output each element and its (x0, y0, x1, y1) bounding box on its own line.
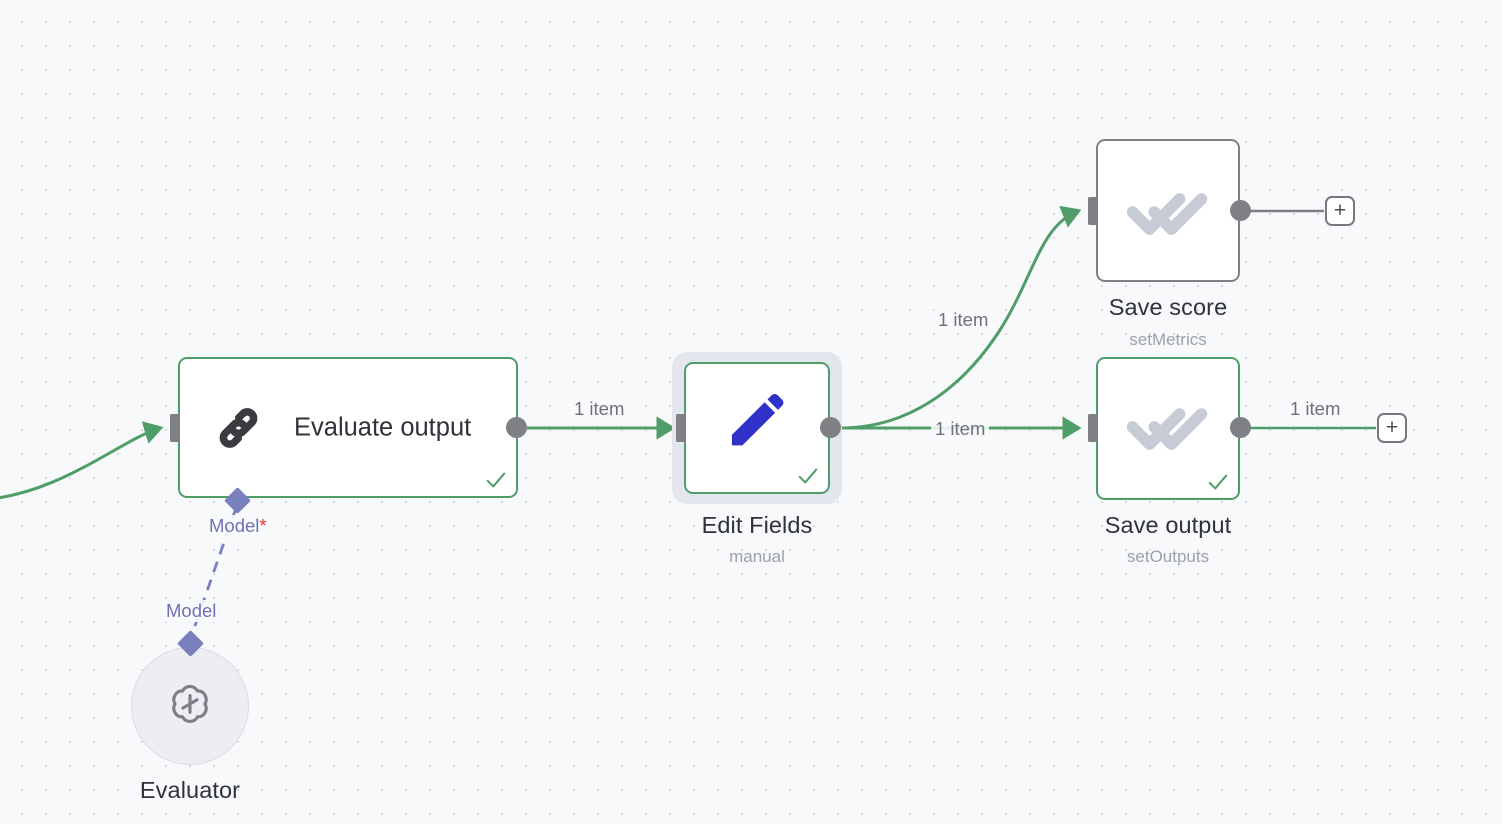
node-save-output-check-icon (1208, 474, 1228, 490)
node-edit-fields-check-icon (798, 468, 818, 484)
port-out-evaluate-output[interactable] (506, 417, 527, 438)
port-in-edit-fields[interactable] (676, 414, 686, 442)
node-save-score-subtitle: setMetrics (1129, 330, 1207, 349)
node-evaluate-output-label: Evaluate output (294, 413, 472, 441)
double-check-icon (1126, 384, 1210, 468)
required-asterisk: * (259, 515, 267, 536)
node-edit-fields-subtitle: manual (729, 547, 785, 566)
add-node-button-save-score[interactable]: + (1325, 196, 1355, 226)
port-in-evaluate-output[interactable] (170, 414, 180, 442)
node-save-output[interactable] (1096, 357, 1240, 500)
node-save-score[interactable] (1096, 139, 1240, 282)
connection-label-model: Model (163, 600, 220, 622)
port-out-edit-fields[interactable] (820, 417, 841, 438)
node-evaluator-title: Evaluator (139, 777, 241, 803)
node-edit-fields-title: Edit Fields (701, 512, 813, 538)
node-evaluator[interactable] (131, 647, 249, 765)
link-icon (208, 397, 270, 459)
add-node-button-save-output[interactable]: + (1377, 413, 1407, 443)
node-edit-fields[interactable] (684, 362, 830, 494)
model-required-text: Model (209, 515, 260, 536)
pencil-icon (721, 389, 793, 461)
connection-label-model-required: Model* (206, 515, 270, 537)
node-save-output-subtitle: setOutputs (1126, 547, 1210, 566)
edge-label-evaluate-to-edit: 1 item (570, 398, 629, 420)
port-in-save-score[interactable] (1088, 197, 1098, 225)
port-in-save-output[interactable] (1088, 414, 1098, 442)
edge-label-save-output-to-plus: 1 item (1286, 398, 1345, 420)
node-save-output-title: Save output (1104, 512, 1232, 538)
node-evaluate-output-check-icon (486, 472, 506, 488)
openai-icon (164, 680, 216, 732)
port-out-save-score[interactable] (1230, 200, 1251, 221)
port-out-save-output[interactable] (1230, 417, 1251, 438)
double-check-icon (1126, 169, 1210, 253)
edge-label-edit-to-save-score: 1 item (934, 309, 993, 331)
edge-incoming (0, 421, 164, 500)
node-save-score-title: Save score (1108, 294, 1228, 320)
edge-label-edit-to-save-output: 1 item (931, 418, 990, 440)
node-evaluate-output[interactable]: Evaluate output (178, 357, 518, 498)
